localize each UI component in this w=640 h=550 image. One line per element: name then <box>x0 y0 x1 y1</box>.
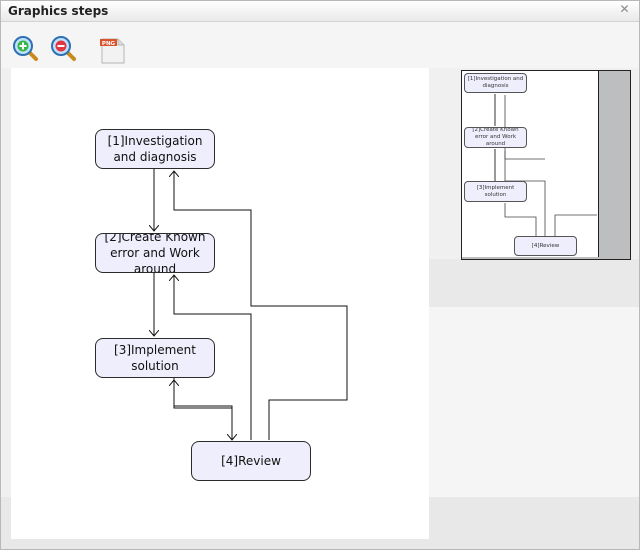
overview-node-3: [3]Implement solution <box>464 181 527 202</box>
overview-node-4: [4]Review <box>514 236 577 256</box>
overview-panel[interactable]: [1]Investigation and diagnosis [2]Create… <box>461 70 631 260</box>
panel-background <box>429 259 639 307</box>
title-bar[interactable]: Graphics steps ✕ <box>1 1 639 22</box>
zoom-in-button[interactable] <box>12 35 40 63</box>
step-node-3[interactable]: [3]Implement solution <box>95 338 215 378</box>
step-node-1[interactable]: [1]Investigation and diagnosis <box>95 129 215 169</box>
panel-background <box>429 307 639 497</box>
png-file-icon: PNG <box>100 38 125 64</box>
export-png-button[interactable]: PNG <box>98 37 126 65</box>
overview-node-2: [2]Create Known error and Work around <box>464 127 527 148</box>
window-title: Graphics steps <box>8 4 109 18</box>
edge-4-to-1 <box>174 171 348 440</box>
edge-3-to-4 <box>173 378 232 440</box>
zoom-out-icon <box>51 36 76 61</box>
toolbar: PNG <box>1 22 639 68</box>
overview-node-1: [1]Investigation and diagnosis <box>464 73 527 93</box>
zoom-in-icon <box>13 36 38 61</box>
close-icon[interactable]: ✕ <box>619 2 630 16</box>
zoom-out-button[interactable] <box>50 35 78 63</box>
overview-viewport[interactable]: [1]Investigation and diagnosis [2]Create… <box>462 71 599 257</box>
edge-4-to-3 <box>174 380 233 440</box>
diagram-edges <box>11 169 348 539</box>
step-node-2[interactable]: [2]Create Known error and Work around <box>95 233 215 273</box>
diagram-canvas[interactable]: [1]Investigation and diagnosis [2]Create… <box>11 68 429 539</box>
overview-edges <box>494 94 597 236</box>
png-badge-text: PNG <box>102 41 116 47</box>
edge-4-to-2 <box>174 275 252 440</box>
step-node-4[interactable]: [4]Review <box>191 441 311 481</box>
